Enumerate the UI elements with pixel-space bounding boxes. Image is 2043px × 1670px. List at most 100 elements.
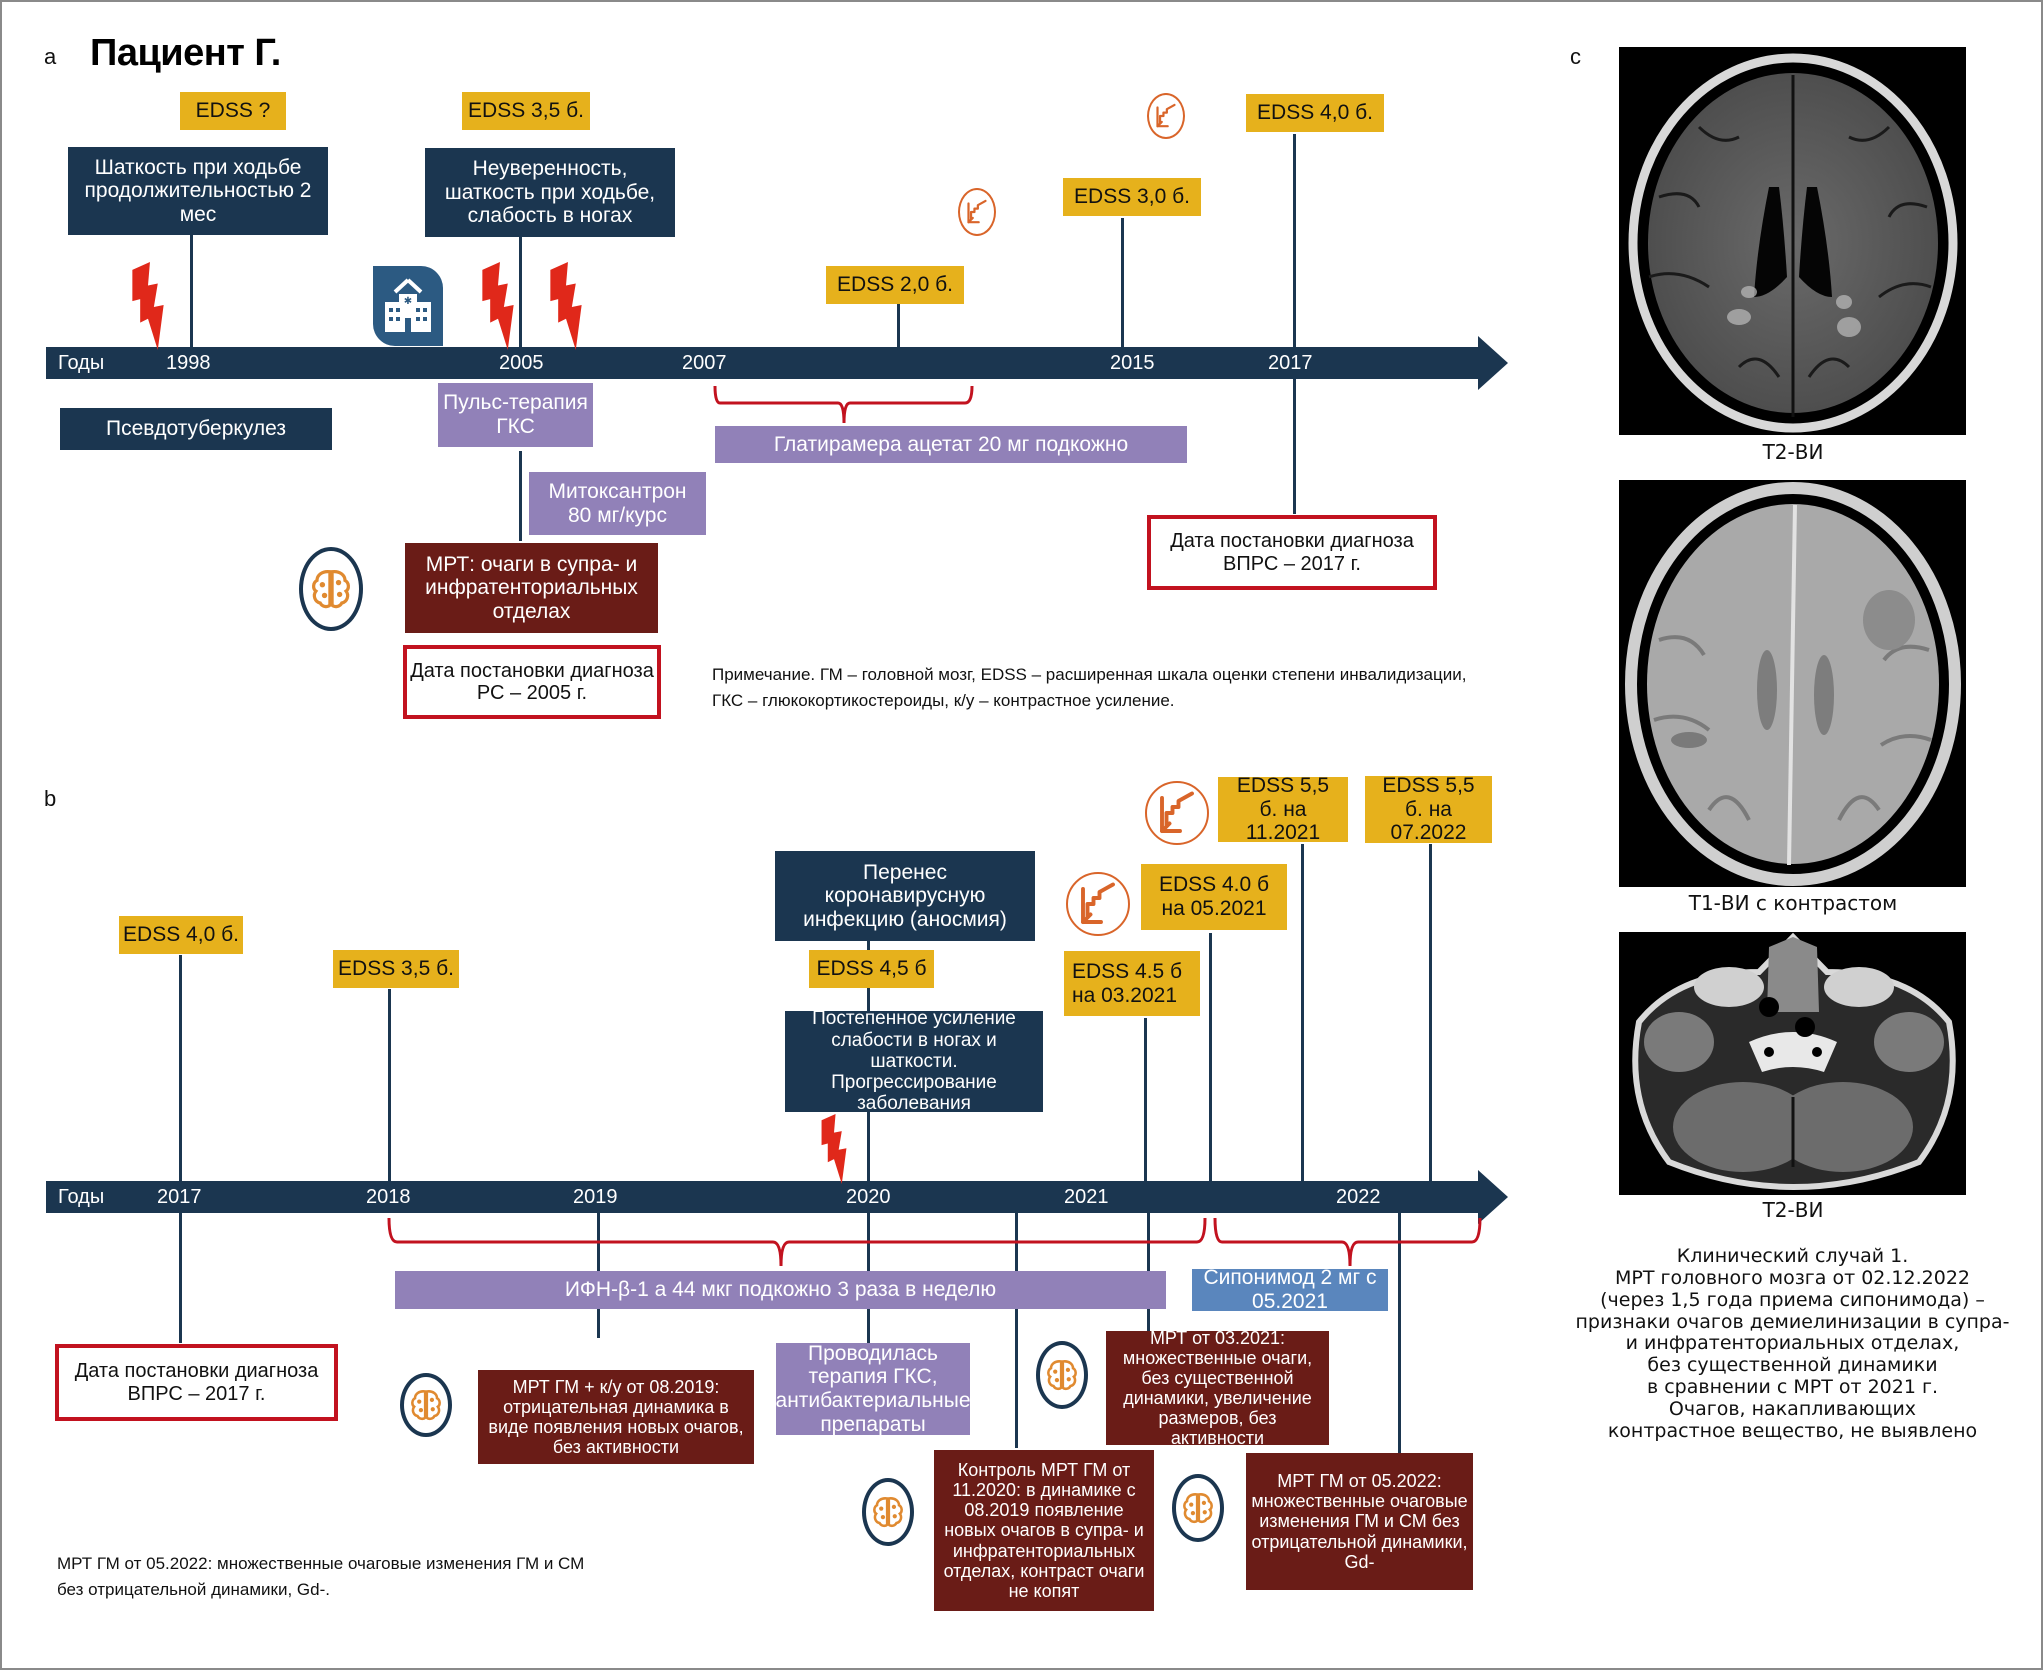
brain-mri-icon bbox=[299, 547, 363, 631]
therapy-gks-antibacterial: Проводилась терапия ГКС, антибактериальн… bbox=[775, 1341, 971, 1436]
caption-line: МРТ головного мозга от 02.12.2022 bbox=[1614, 1266, 1970, 1289]
edss-badge: EDSS 3,0 б. bbox=[1063, 178, 1201, 216]
year-tick: 1998 bbox=[166, 352, 211, 374]
footnote-line: ГКС – глюкокортикостероиды, к/у – контра… bbox=[712, 691, 1175, 711]
mri-image-t2-axial bbox=[1619, 47, 1966, 435]
footnote-line: Примечание. ГМ – головной мозг, EDSS – р… bbox=[712, 665, 1467, 684]
therapy-bracket-ifn bbox=[387, 1217, 1207, 1267]
year-tick: 2018 bbox=[366, 1186, 411, 1208]
mri-caption: Т1-ВИ с контрастом bbox=[1688, 891, 1898, 915]
year-tick: 2007 bbox=[682, 352, 727, 374]
mri-finding-box: МРТ от 03.2021: множественные очаги, без… bbox=[1106, 1328, 1329, 1448]
event-box-pseudotuberculosis: Псевдотуберкулез bbox=[60, 408, 332, 450]
event-box-covid: Перенес коронавирусную инфекцию (аносмия… bbox=[775, 851, 1035, 941]
event-box-2005: Неуверенность, шаткость при ходьбе, слаб… bbox=[425, 148, 675, 237]
therapy-glatiramer: Глатирамера ацетат 20 мг подкожно bbox=[715, 426, 1187, 463]
event-box-1998: Шаткость при ходьбе продолжительностью 2… bbox=[68, 147, 328, 235]
mri-image-t1-contrast bbox=[1619, 480, 1966, 887]
trend-chart-icon bbox=[958, 188, 996, 236]
brain-mri-icon bbox=[1172, 1474, 1224, 1542]
diagnosis-vprs-box: Дата постановки диагноза ВПРС – 2017 г. bbox=[1147, 515, 1437, 590]
year-tick: 2015 bbox=[1110, 352, 1155, 374]
caption-line: (через 1,5 года приема сипонимода) – bbox=[1600, 1288, 1985, 1311]
diagnosis-rs-box: Дата постановки диагноза РС – 2005 г. bbox=[403, 645, 661, 719]
footnote-b: МРТ ГМ от 05.2022: множественные очаговы… bbox=[57, 1551, 584, 1604]
therapy-ifn-beta: ИФН-β-1 а 44 мкг подкожно 3 раза в недел… bbox=[395, 1271, 1166, 1309]
svg-text:✱: ✱ bbox=[404, 296, 412, 307]
mri-caption: Т2-ВИ bbox=[1762, 1198, 1824, 1222]
edss-badge: EDSS 4.0 б на 05.2021 bbox=[1141, 864, 1287, 930]
caption-line: Очагов, накапливающих bbox=[1668, 1397, 1917, 1420]
page-title: Пациент Г. bbox=[90, 32, 281, 74]
therapy-pulse-gks: Пульс-терапия ГКС bbox=[438, 383, 593, 447]
axis-label-a: Годы bbox=[58, 352, 105, 374]
edss-badge: EDSS 2,0 б. bbox=[826, 266, 964, 304]
caption-line: в сравнении с МРТ от 2021 г. bbox=[1647, 1376, 1938, 1399]
connector-line bbox=[1147, 1208, 1150, 1333]
edss-badge: EDSS 3,5 б. bbox=[462, 92, 590, 130]
connector-line bbox=[1015, 1208, 1018, 1448]
edss-badge: EDSS 4,0 б. bbox=[1246, 94, 1384, 132]
connector-line bbox=[1209, 933, 1212, 1181]
lightning-bolt-icon bbox=[815, 1114, 853, 1184]
mri-caption: Т2-ВИ bbox=[1762, 440, 1824, 464]
mri-finding-box: Контроль МРТ ГМ от 11.2020: в динамике с… bbox=[934, 1450, 1154, 1611]
event-box-progression: Постепенное усиление слабости в ногах и … bbox=[785, 1008, 1043, 1114]
footnote-a: Примечание. ГМ – головной мозг, EDSS – р… bbox=[712, 662, 1466, 715]
connector-line bbox=[1121, 218, 1124, 347]
lightning-bolt-icon bbox=[544, 262, 588, 350]
hospital-icon: ✱ bbox=[373, 266, 443, 346]
edss-badge: EDSS 4,0 б. bbox=[119, 916, 243, 954]
trend-chart-icon bbox=[1147, 93, 1185, 139]
connector-line bbox=[190, 232, 193, 347]
timeline-axis-b bbox=[46, 1181, 1480, 1213]
panel-b-letter: b bbox=[44, 786, 57, 811]
therapy-bracket-siponimod bbox=[1213, 1217, 1482, 1267]
trend-chart-icon bbox=[1066, 872, 1130, 936]
connector-line bbox=[388, 989, 391, 1181]
figure-caption-c: Клинический случай 1. МРТ головного мозг… bbox=[1560, 1245, 2025, 1443]
year-tick: 2022 bbox=[1336, 1186, 1381, 1208]
panel-a-letter: a bbox=[44, 44, 57, 69]
lightning-bolt-icon bbox=[126, 262, 170, 350]
connector-line bbox=[1144, 1018, 1147, 1181]
mri-finding-box: МРТ ГМ от 05.2022: множественные очаговы… bbox=[1246, 1453, 1473, 1590]
mri-image-t2-posterior-fossa bbox=[1619, 932, 1966, 1195]
year-tick: 2005 bbox=[499, 352, 544, 374]
footnote-line: без отрицательной динамики, Gd-. bbox=[57, 1580, 330, 1600]
caption-line: контрастное вещество, не выявлено bbox=[1607, 1419, 1978, 1442]
connector-line bbox=[1398, 1208, 1401, 1453]
year-tick: 2020 bbox=[846, 1186, 891, 1208]
edss-badge: EDSS 5,5 б. на 11.2021 bbox=[1218, 774, 1348, 844]
edss-badge: EDSS 4.5 б на 03.2021 bbox=[1064, 951, 1200, 1016]
edss-badge: EDSS 3,5 б. bbox=[333, 950, 459, 988]
panel-c-letter: c bbox=[1570, 44, 1581, 69]
brain-mri-icon bbox=[1036, 1341, 1088, 1409]
connector-line bbox=[1301, 844, 1304, 1181]
therapy-bracket bbox=[713, 385, 974, 424]
brain-mri-icon bbox=[400, 1373, 452, 1437]
caption-line: признаки очагов демиелинизации в супра- bbox=[1575, 1310, 2010, 1333]
diagnosis-vprs-box: Дата постановки диагноза ВПРС – 2017 г. bbox=[55, 1344, 338, 1421]
lightning-bolt-icon bbox=[476, 262, 520, 350]
year-tick: 2017 bbox=[1268, 352, 1313, 374]
year-tick: 2017 bbox=[157, 1186, 202, 1208]
therapy-mitoxantrone: Митоксантрон 80 мг/курс bbox=[529, 472, 706, 535]
edss-badge: EDSS 5,5 б. на 07.2022 bbox=[1365, 774, 1492, 844]
timeline-axis-a bbox=[46, 347, 1480, 379]
caption-line: Клинический случай 1. bbox=[1676, 1245, 1909, 1267]
connector-line bbox=[179, 955, 182, 1181]
edss-badge: EDSS ? bbox=[180, 92, 286, 130]
footnote-line: МРТ ГМ от 05.2022: множественные очаговы… bbox=[57, 1554, 585, 1573]
axis-arrowhead-a bbox=[1478, 336, 1508, 390]
connector-line bbox=[519, 236, 522, 347]
connector-line bbox=[519, 451, 522, 541]
edss-badge: EDSS 4,5 б bbox=[809, 950, 934, 988]
connector-line bbox=[1429, 844, 1432, 1181]
mri-finding-box: МРТ: очаги в супра- и инфратенториальных… bbox=[405, 543, 658, 633]
therapy-siponimod: Сипонимод 2 мг с 05.2021 bbox=[1192, 1266, 1388, 1313]
axis-label-b: Годы bbox=[58, 1186, 105, 1208]
axis-arrowhead-b bbox=[1478, 1170, 1508, 1224]
connector-line bbox=[1293, 379, 1296, 514]
